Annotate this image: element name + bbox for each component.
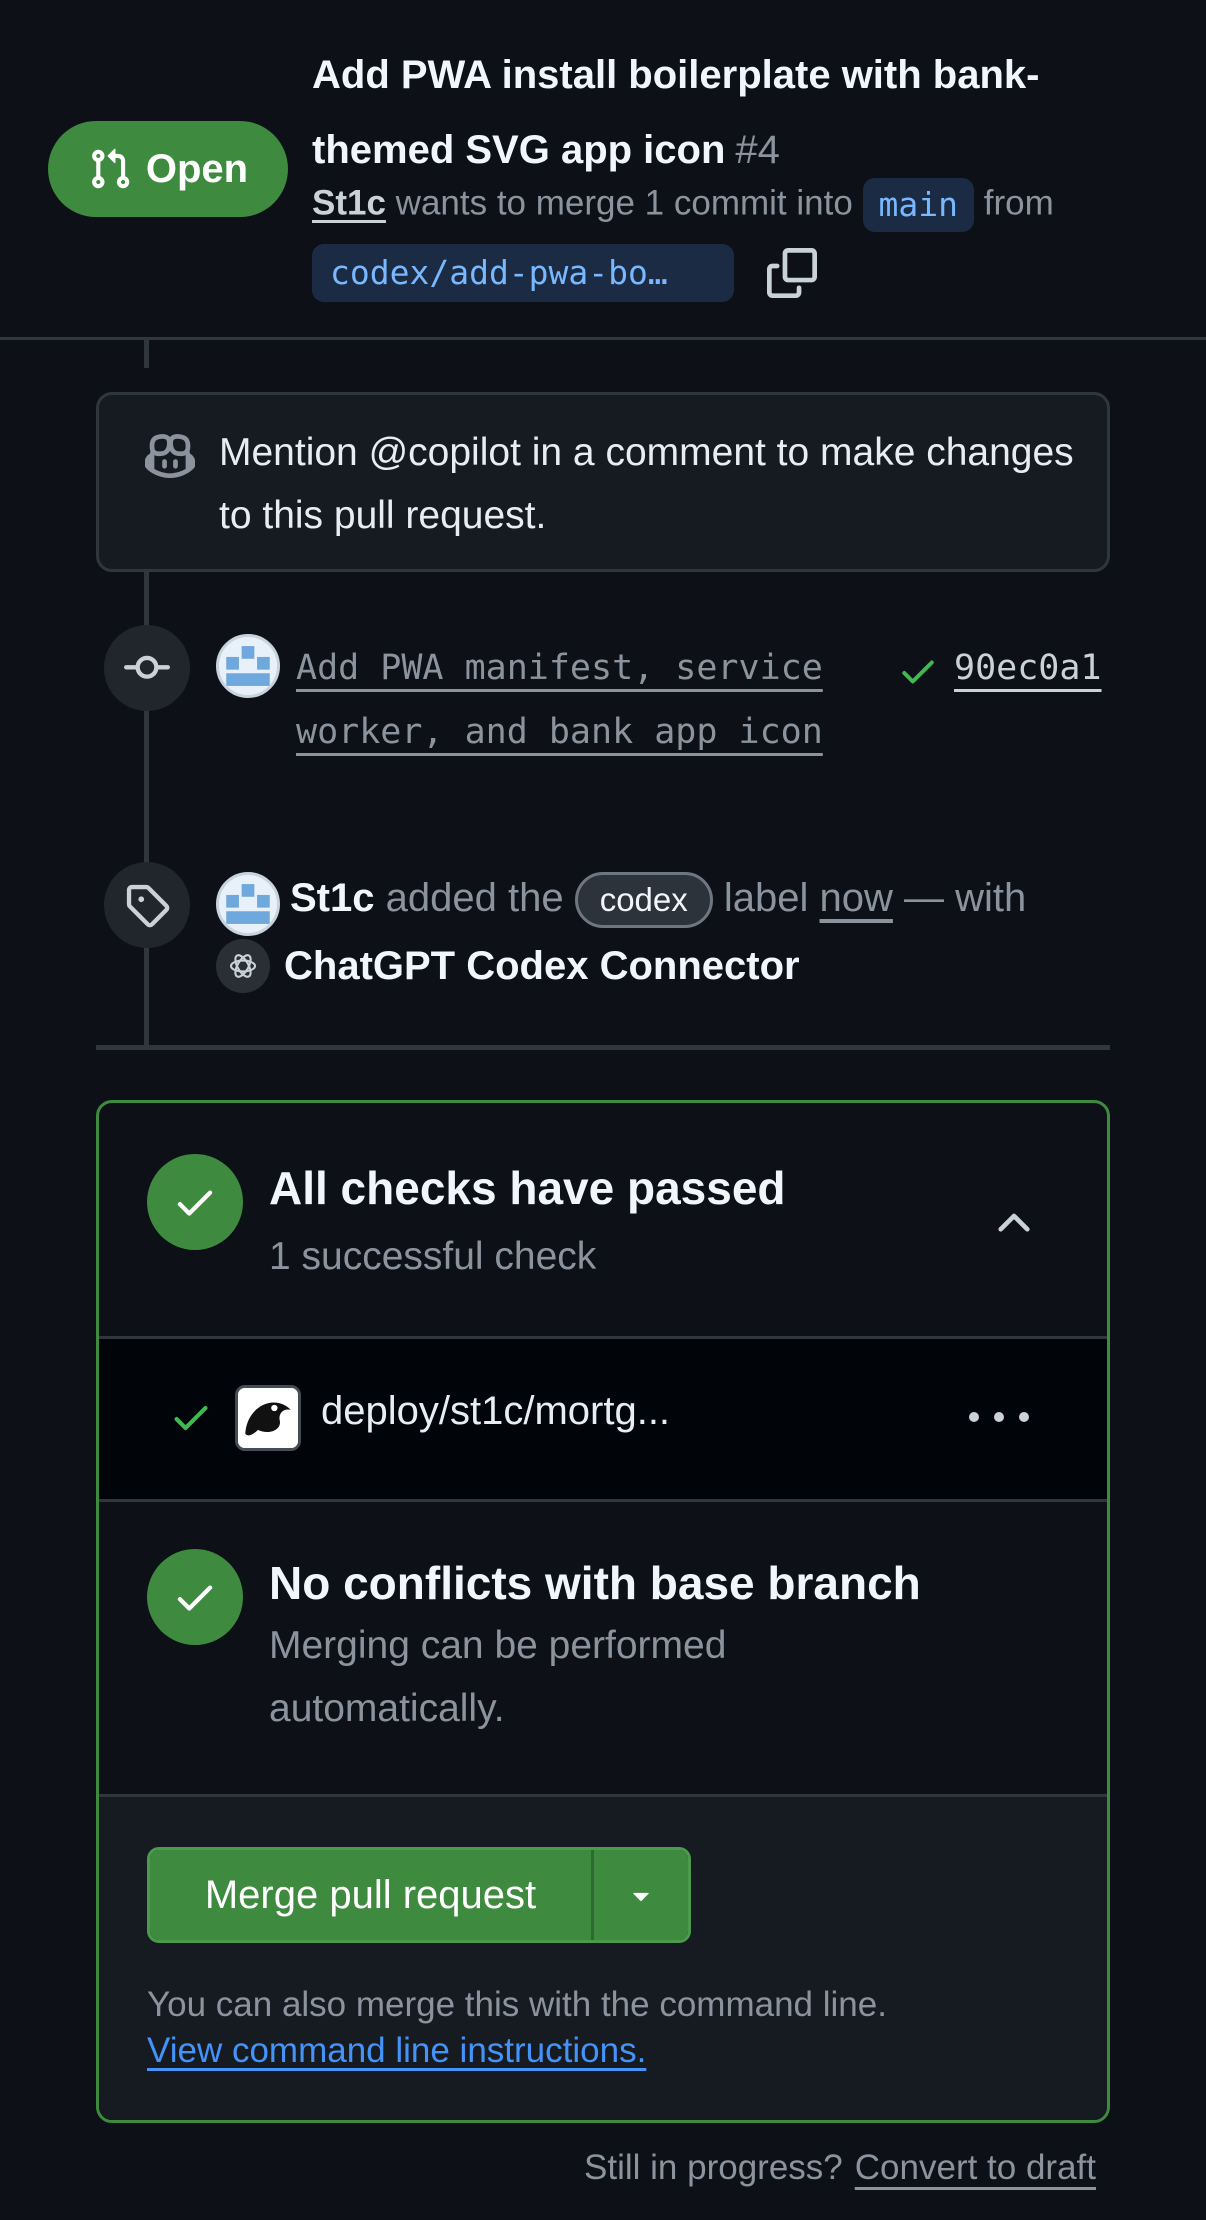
timeline-end-divider [96,1045,1110,1050]
label-event-with: — with [904,876,1027,920]
commit-sha-link[interactable]: 90ec0a1 [954,648,1102,688]
copilot-hint-box: Mention @copilot in a comment to make ch… [96,392,1110,572]
checks-summary[interactable]: All checks have passed 1 successful chec… [99,1103,1107,1339]
chevron-up-icon[interactable] [989,1198,1039,1248]
checks-subtitle: 1 successful check [269,1235,597,1278]
pr-header: Open Add PWA install boilerplate with ba… [0,0,1206,340]
label-event: St1c added the codex label now — with [290,866,1120,930]
head-branch-row: codex/add-pwa-bo… [312,244,820,302]
merge-hint: You can also merge this with the command… [147,1985,887,2024]
copilot-icon [145,434,195,478]
kebab-dot [1019,1412,1029,1422]
pr-merge-summary: St1c wants to merge 1 commit into main f… [312,178,1192,232]
git-commit-icon [124,655,170,679]
label-event-suffix: label [723,876,809,920]
copy-icon [767,248,817,298]
conflicts-title: No conflicts with base branch [269,1557,921,1609]
identicon [226,646,270,686]
merge-button-group: Merge pull request [147,1847,691,1943]
divider [99,1499,1107,1502]
label-actor-avatar[interactable] [216,872,280,936]
conflicts-subtitle: Merging can be performed automatically. [269,1624,727,1730]
more-options-button[interactable] [969,1395,1029,1439]
label-actor[interactable]: St1c [290,876,375,920]
label-badge [104,862,190,948]
timeline-line [144,340,149,368]
check-icon [177,1190,213,1216]
merge-options-dropdown[interactable] [594,1850,688,1940]
connector-avatar[interactable] [216,939,270,993]
pr-state-label: Open [145,146,249,191]
pr-title: Add PWA install boilerplate with bank-th… [312,38,1172,188]
convert-to-draft-link[interactable]: Convert to draft [854,2148,1096,2187]
openai-icon [229,954,257,978]
connector-row: ChatGPT Codex Connector [216,938,800,994]
commit-author-avatar[interactable] [216,634,280,698]
merge-box: All checks have passed 1 successful chec… [96,1100,1110,2123]
draft-row: Still in progress? Convert to draft [584,2148,1096,2188]
label-codex[interactable]: codex [574,872,713,929]
identicon [226,884,270,924]
checks-title: All checks have passed [269,1162,786,1214]
head-branch[interactable]: codex/add-pwa-bo… [312,244,734,302]
label-event-text: added the [385,876,564,920]
check-icon [174,1406,208,1431]
merge-summary-text: wants to merge 1 commit into [395,183,853,223]
check-icon [902,660,934,684]
from-text: from [983,183,1054,223]
check-run-row[interactable]: deploy/st1c/mortg... [99,1339,1107,1499]
pr-author-link[interactable]: St1c [312,183,386,223]
kebab-dot [994,1412,1004,1422]
command-line-instructions-link[interactable]: View command line instructions. [147,2031,647,2070]
timeline-line [144,572,149,1050]
connector-name[interactable]: ChatGPT Codex Connector [284,943,800,988]
kebab-dot [969,1412,979,1422]
pr-number: #4 [735,128,780,172]
deploy-app-icon [235,1385,301,1451]
check-icon [177,1585,213,1611]
conflicts-summary: No conflicts with base branch Merging ca… [99,1502,1107,1794]
checks-status-icon [147,1154,243,1250]
merge-action-area: Merge pull request You can also merge th… [99,1797,1107,2120]
commit-message-link[interactable]: Add PWA manifest, service worker, and ba… [296,636,866,764]
pull-request-icon [91,148,130,189]
app-logo-icon [238,1388,298,1448]
pr-state-badge: Open [48,121,288,217]
draft-question: Still in progress? [584,2148,843,2187]
pr-title-text: Add PWA install boilerplate with bank-th… [312,53,1040,172]
merge-pull-request-button[interactable]: Merge pull request [150,1850,594,1940]
commit-message[interactable]: Add PWA manifest, service worker, and ba… [296,648,823,752]
commit-badge [104,625,190,711]
triangle-down-icon [633,1892,649,1902]
tag-icon [126,884,170,928]
base-branch[interactable]: main [862,178,975,232]
copy-branch-button[interactable] [764,245,820,301]
label-timestamp[interactable]: now [819,876,893,920]
copilot-hint-text: Mention @copilot in a comment to make ch… [219,431,1074,537]
divider [99,1336,1107,1339]
divider [99,1794,1107,1797]
check-run-name[interactable]: deploy/st1c/mortg... [321,1389,671,1433]
conflicts-status-icon [147,1549,243,1645]
